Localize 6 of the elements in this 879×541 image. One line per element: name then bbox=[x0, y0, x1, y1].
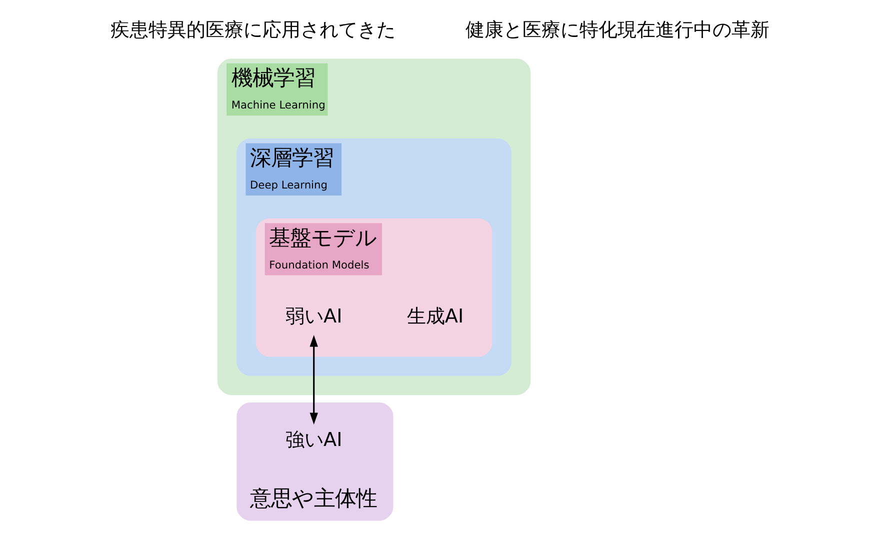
label: 健康と医療に特化現在進行中の革新 bbox=[465, 18, 770, 42]
node-text: 弱いAI bbox=[285, 304, 342, 328]
label: 生成AI bbox=[406, 304, 464, 328]
node-text: 強いAI bbox=[285, 428, 342, 452]
arrow bbox=[310, 334, 318, 425]
label: 疾患特異的医療に応用されてきた bbox=[110, 18, 396, 42]
